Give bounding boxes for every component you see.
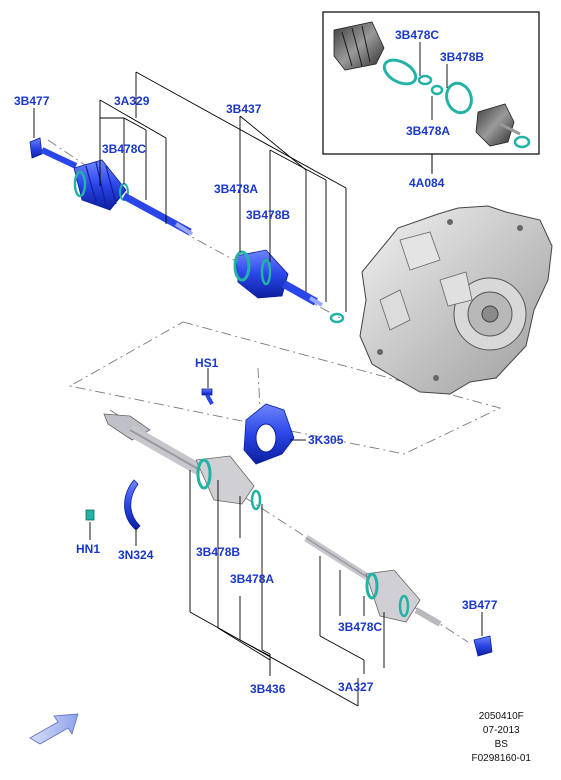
- transmission-housing: [359, 205, 553, 395]
- callout-hs1[interactable]: HS1: [195, 356, 219, 370]
- inset-circlip: [513, 135, 531, 149]
- callout-3b477-top[interactable]: 3B477: [14, 94, 50, 108]
- callout-3k305[interactable]: 3K305: [308, 433, 344, 447]
- callout-3a329[interactable]: 3A329: [114, 94, 150, 108]
- footer-code: BS: [494, 739, 508, 750]
- callout-inset-3b478c[interactable]: 3B478C: [395, 28, 440, 42]
- callout-3b436[interactable]: 3B436: [250, 682, 286, 696]
- inset-clamp-large-b: [445, 81, 473, 115]
- inset-outer-joint: [333, 21, 385, 71]
- callout-3b478b-mid[interactable]: 3B478B: [246, 208, 291, 222]
- inset-clamp-small-b: [430, 84, 444, 96]
- retaining-clip: [124, 479, 141, 531]
- callout-3b478c-left[interactable]: 3B478C: [102, 142, 147, 156]
- inner-cv-joint: [233, 249, 324, 307]
- lower-mount-plane: [68, 321, 502, 455]
- intermediate-shaft: [103, 413, 262, 511]
- callout-3b478a-mid[interactable]: 3B478A: [214, 182, 259, 196]
- callout-4a084[interactable]: 4A084: [409, 176, 445, 190]
- bolt-hs1: [201, 388, 214, 405]
- right-halfshaft: [304, 535, 442, 627]
- callout-hn1[interactable]: HN1: [76, 542, 101, 556]
- callout-3b437[interactable]: 3B437: [226, 102, 262, 116]
- inset-inner-joint: [475, 103, 521, 147]
- callout-inset-3b478b[interactable]: 3B478B: [440, 50, 485, 64]
- inset-clamp-small-a: [417, 74, 433, 86]
- callout-3a327[interactable]: 3A327: [338, 680, 374, 694]
- hub-nut-right: [473, 635, 493, 657]
- inset-clamp-large-a: [382, 58, 418, 86]
- footer-file-number: F0298160-01: [471, 753, 532, 764]
- nut-hn1: [85, 509, 95, 521]
- left-halfshaft: [29, 137, 194, 236]
- bearing-bracket: [243, 403, 295, 465]
- callout-3b478a-low[interactable]: 3B478A: [230, 572, 275, 586]
- callout-3b478c-right[interactable]: 3B478C: [338, 620, 383, 634]
- diagram-footer: 2050410F 07-2013 BS F0298160-01: [472, 710, 532, 766]
- callout-3n324[interactable]: 3N324: [118, 548, 154, 562]
- snap-ring: [329, 312, 345, 324]
- callout-inset-3b478a[interactable]: 3B478A: [406, 124, 451, 138]
- leader-lines: [33, 71, 483, 707]
- footer-date: 07-2013: [482, 725, 520, 736]
- footer-diagram-number: 2050410F: [478, 711, 524, 722]
- direction-arrow-icon: [29, 713, 79, 745]
- callout-3b477-right[interactable]: 3B477: [462, 598, 498, 612]
- callout-3b478b-low[interactable]: 3B478B: [196, 545, 241, 559]
